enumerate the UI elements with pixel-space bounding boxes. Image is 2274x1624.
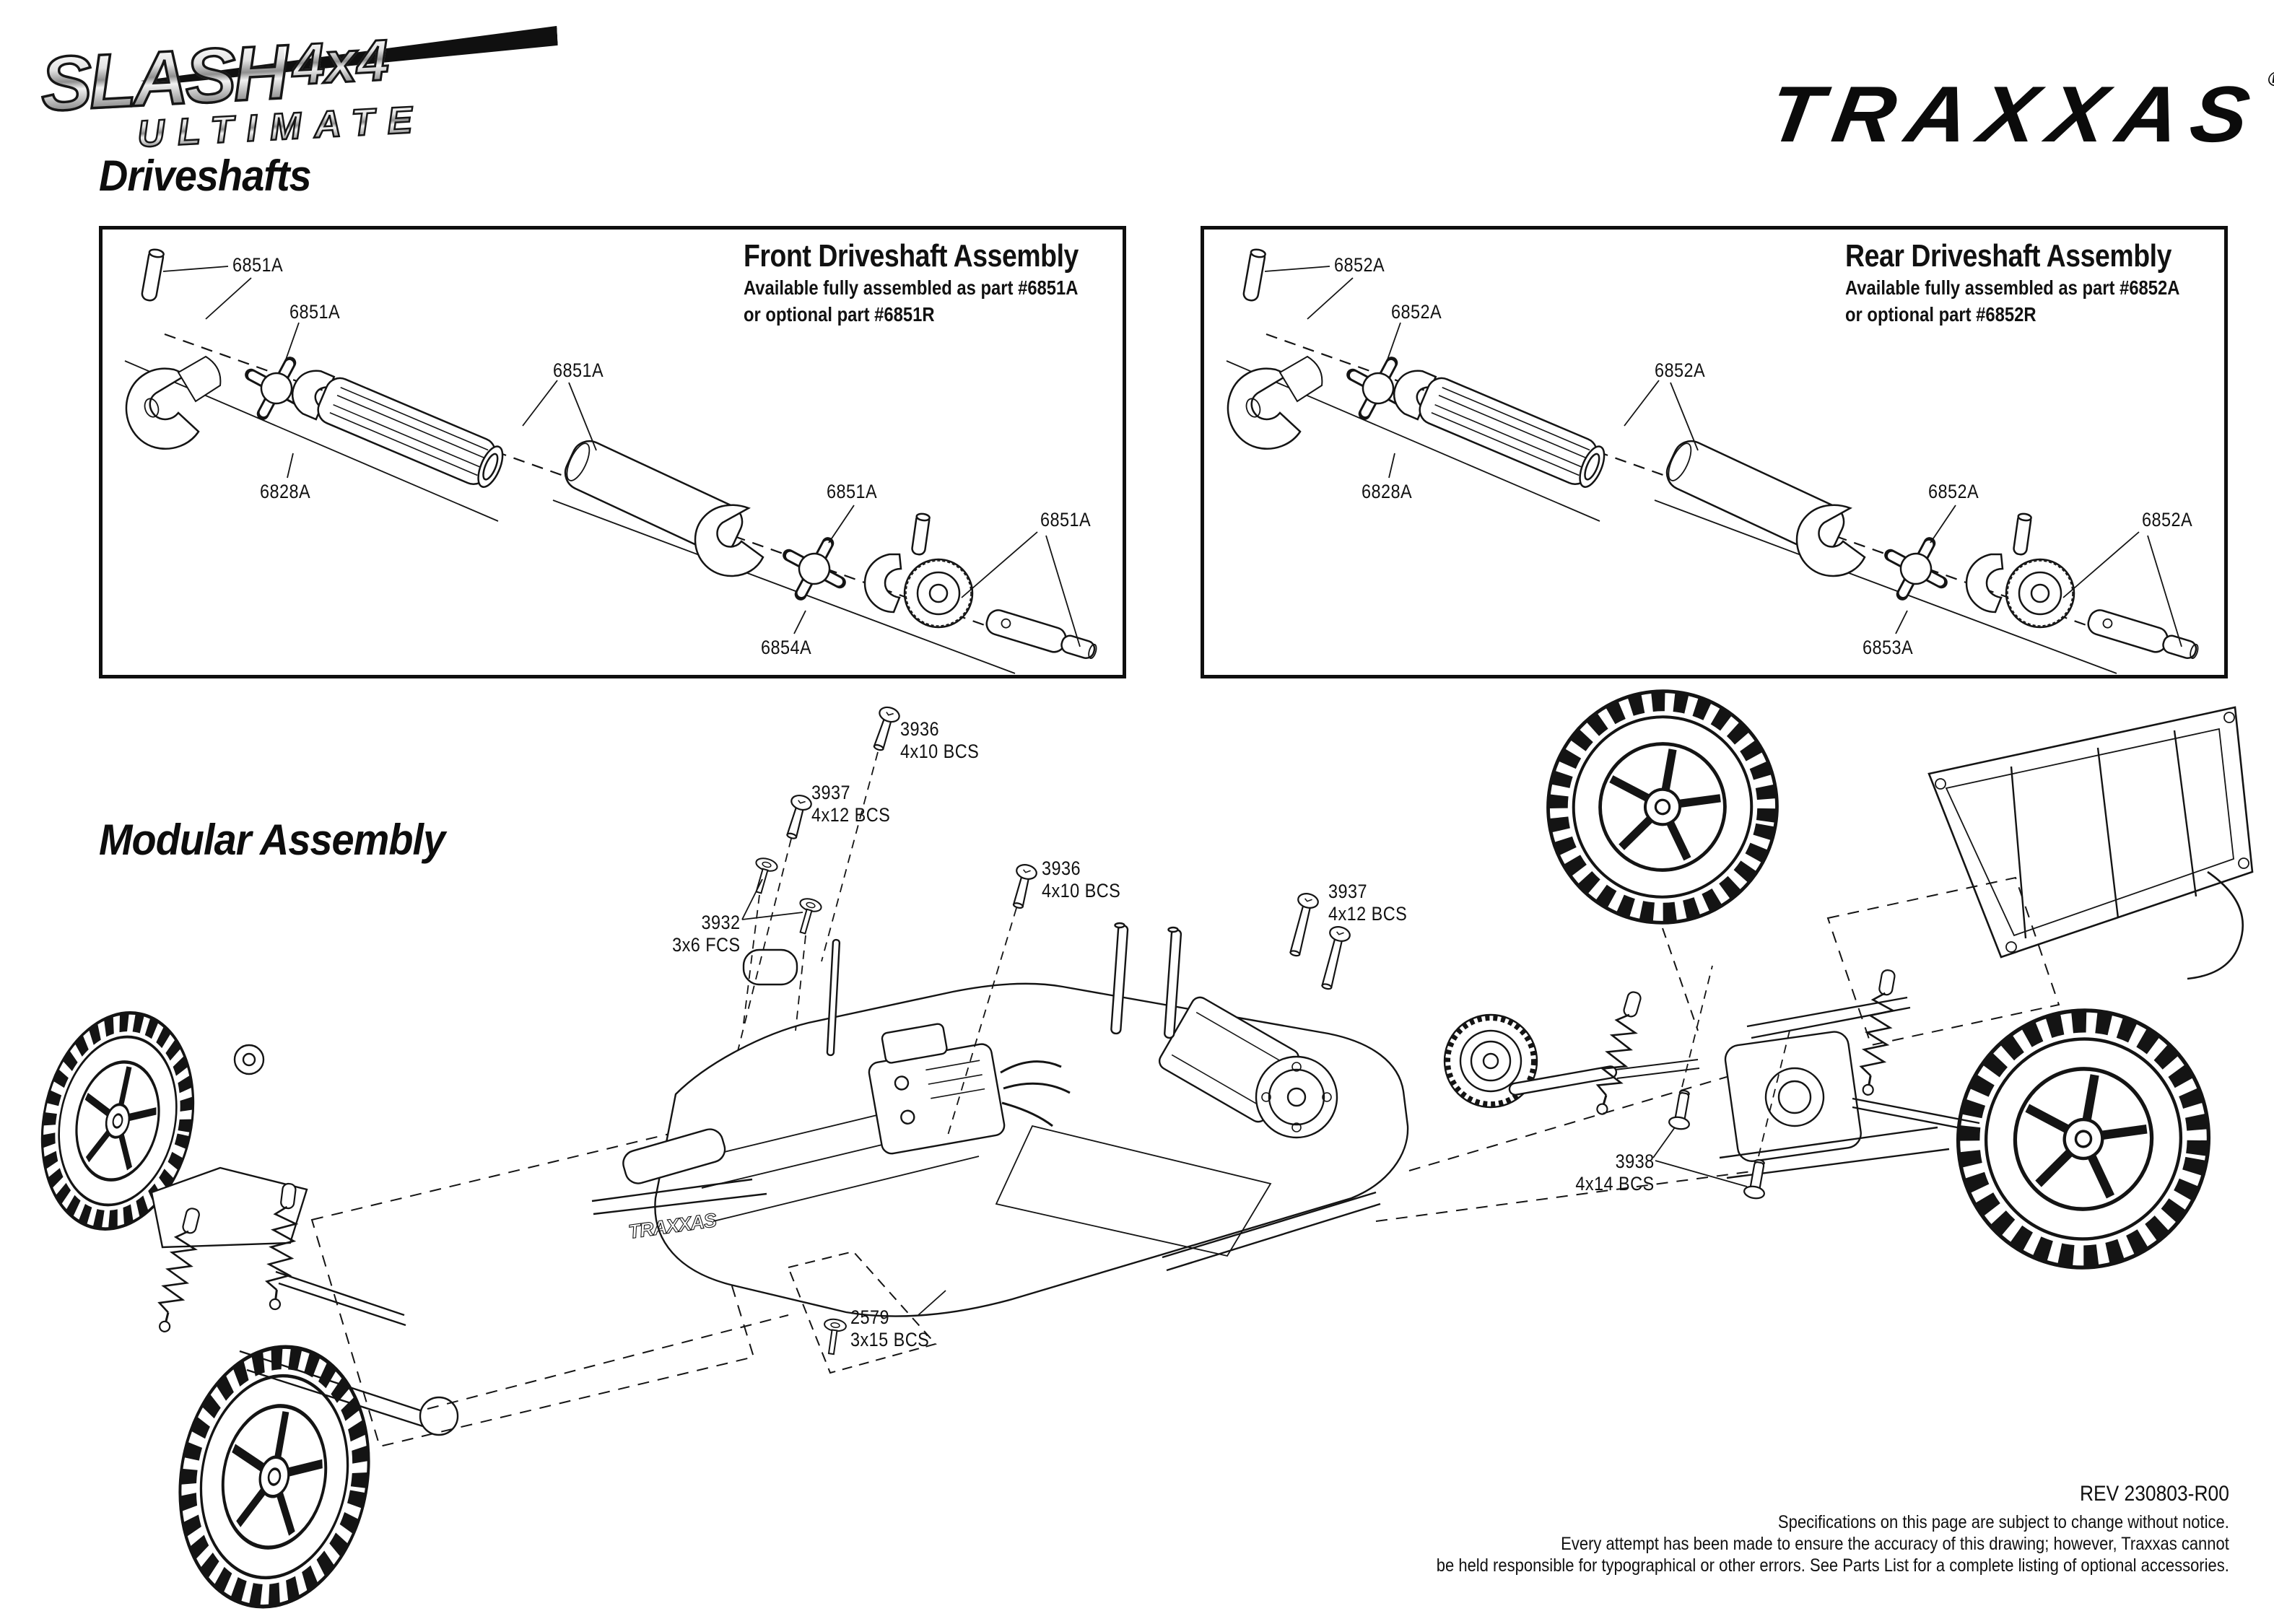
screw-3937 [1284, 891, 1321, 959]
disclaimer-line-1: Specifications on this page are subject … [1778, 1512, 2229, 1532]
fastener-spec: 4x12 BCS [811, 804, 891, 826]
fastener-label-3932: 3932 3x6 FCS [673, 912, 741, 956]
front-label-6828a: 6828A [260, 481, 311, 502]
rear-driveshaft-box [1201, 226, 2228, 678]
fastener-part-number: 3932 [701, 912, 741, 933]
front-right-tire [160, 1332, 388, 1622]
fastener-spec: 4x10 BCS [1042, 880, 1121, 902]
front-box-availability-1: Available fully assembled as part #6851A [744, 276, 1079, 299]
fastener-spec: 3x15 BCS [850, 1329, 930, 1350]
traxxas-logo-text: TRAXXAS [1762, 69, 2268, 160]
fastener-part-number: 3936 [1042, 857, 1081, 879]
rear-box-availability-1: Available fully assembled as part #6852A [1845, 276, 2180, 299]
front-box-availability-2: or optional part #6851R [744, 303, 935, 326]
rear-right-tire [1938, 990, 2229, 1287]
front-label-6851a-shaft: 6851A [553, 359, 604, 381]
fastener-label-3936-1: 3936 4x10 BCS [900, 718, 979, 763]
screw-3937 [780, 792, 814, 842]
front-label-6851a-yoke: 6851A [1040, 509, 1092, 531]
fastener-part-number: 3937 [811, 782, 851, 803]
screw-3936 [867, 704, 902, 754]
rear-label-6852a-cross1: 6852A [1391, 301, 1442, 323]
front-label-6851a-pin: 6851A [232, 254, 284, 276]
front-box-title: Front Driveshaft Assembly [744, 238, 1079, 274]
rear-label-6828a: 6828A [1362, 481, 1413, 502]
fastener-spec: 4x12 BCS [1328, 903, 1408, 925]
screw-3937 [1315, 924, 1353, 992]
disclaimer-line-3: be held responsible for typographical or… [1436, 1555, 2229, 1576]
fastener-spec: 3x6 FCS [672, 934, 741, 956]
fastener-label-3936-2: 3936 4x10 BCS [1042, 857, 1120, 902]
front-label-6851a-cross1: 6851A [289, 301, 341, 323]
rear-label-6852a-cross2: 6852A [1928, 481, 1979, 502]
front-box-title-block: Front Driveshaft Assembly Available full… [744, 238, 1112, 328]
fastener-part-number: 3937 [1328, 881, 1368, 902]
fastener-part-number: 3936 [900, 718, 940, 740]
front-label-6854a: 6854A [761, 637, 812, 658]
rear-label-6853a: 6853A [1863, 637, 1914, 658]
rear-box-title-block: Rear Driveshaft Assembly Available fully… [1845, 238, 2213, 328]
fastener-spec: 4x10 BCS [900, 741, 980, 762]
front-driveshaft-box [99, 226, 1126, 678]
logo-4x4-badge: 4x4 [289, 27, 391, 98]
fastener-label-3938: 3938 4x14 BCS [1576, 1151, 1655, 1195]
fastener-part-number: 3938 [1615, 1151, 1655, 1172]
modular-assembly-heading: Modular Assembly [99, 816, 445, 864]
traxxas-logo: TRAXXAS® [1763, 39, 2274, 160]
fastener-label-2579: 2579 3x15 BCS [850, 1306, 929, 1351]
screw-3938 [1742, 1157, 1771, 1201]
rear-box-availability-2: or optional part #6852R [1845, 303, 2036, 326]
rear-box-title: Rear Driveshaft Assembly [1845, 238, 2171, 274]
rear-label-6852a-shaft: 6852A [1655, 359, 1706, 381]
footer-block: REV 230803-R00 Specifications on this pa… [1437, 1481, 2229, 1576]
screw-3932 [791, 895, 824, 937]
screw-3938 [1667, 1088, 1696, 1132]
screw-3936 [1006, 862, 1040, 912]
revision-text: REV 230803-R00 [2080, 1482, 2229, 1506]
screw-3932 [747, 855, 780, 896]
disclaimer-line-2: Every attempt has been made to ensure th… [1561, 1534, 2229, 1554]
driveshafts-heading: Driveshafts [99, 152, 312, 200]
fastener-label-3937-1: 3937 4x12 BCS [811, 782, 890, 826]
fastener-spec: 4x14 BCS [1575, 1173, 1655, 1195]
rear-label-6852a-pin: 6852A [1334, 254, 1385, 276]
rear-left-tire [1530, 673, 1795, 941]
fastener-label-3937-2: 3937 4x12 BCS [1328, 881, 1407, 925]
front-label-6851a-cross2: 6851A [827, 481, 878, 502]
screw-2579 [819, 1317, 848, 1356]
rear-label-6852a-yoke: 6852A [2142, 509, 2193, 531]
fastener-part-number: 2579 [850, 1306, 890, 1328]
